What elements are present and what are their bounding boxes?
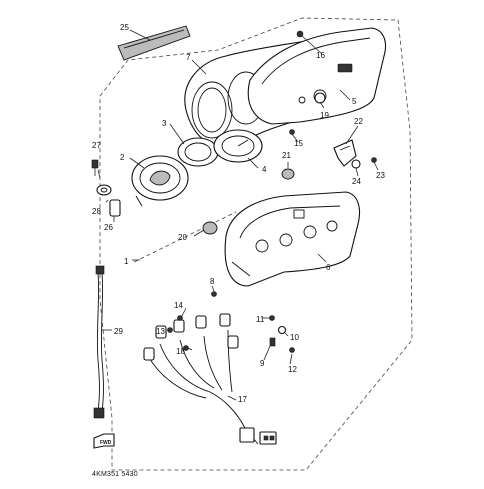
socket-part-14 xyxy=(177,315,183,321)
callout-18: 18 xyxy=(176,347,185,356)
tachometer-dial-part xyxy=(131,155,189,207)
callout-5: 5 xyxy=(352,97,357,106)
callout-1: 1 xyxy=(124,257,129,266)
callout-7: 7 xyxy=(186,53,191,62)
callout-10: 10 xyxy=(290,333,299,342)
gauge-dial-part xyxy=(213,129,263,163)
callout-23: 23 xyxy=(376,171,385,180)
assembly-boundary xyxy=(99,17,413,471)
callout-9: 9 xyxy=(260,359,265,368)
bolt-part-27 xyxy=(91,159,99,176)
collar-part-26 xyxy=(109,199,121,217)
grommet-part-19 xyxy=(314,92,326,104)
callout-4: 4 xyxy=(262,165,267,174)
callout-14: 14 xyxy=(174,301,183,310)
damper-part-21 xyxy=(281,168,295,180)
callout-3: 3 xyxy=(162,119,167,128)
screw-part-23 xyxy=(371,157,377,163)
callout-25: 25 xyxy=(120,23,129,32)
callout-26: 26 xyxy=(104,223,113,232)
callout-6: 6 xyxy=(326,263,331,272)
meter-housing-part xyxy=(224,191,361,287)
screw-part-15 xyxy=(289,129,295,135)
screw-part-16 xyxy=(296,30,304,38)
drawing-code: 4KM351 5430 xyxy=(92,471,138,478)
callout-29: 29 xyxy=(114,327,123,336)
callout-28: 28 xyxy=(92,207,101,216)
callout-13: 13 xyxy=(156,327,165,336)
visor-strip-part xyxy=(117,25,191,61)
nut-part-24 xyxy=(351,159,361,169)
wire-harness-part xyxy=(143,313,277,445)
screw-part-8 xyxy=(211,291,217,297)
leader-lines xyxy=(97,29,379,401)
callout-8: 8 xyxy=(210,277,215,286)
forward-direction-arrow-icon: FWD xyxy=(93,433,115,449)
screw-part-9 xyxy=(269,337,276,347)
callout-24: 24 xyxy=(352,177,361,186)
meter-lens-part xyxy=(247,27,387,125)
callout-2: 2 xyxy=(120,153,125,162)
callout-20: 20 xyxy=(178,233,187,242)
callout-11: 11 xyxy=(256,315,265,324)
screw-part-11 xyxy=(269,315,275,321)
grommet-part-28 xyxy=(96,184,112,196)
callout-19: 19 xyxy=(320,111,329,120)
grommet-part-20 xyxy=(202,221,218,235)
screw-part-12 xyxy=(289,347,295,353)
callout-16: 16 xyxy=(316,51,325,60)
washer-part-10 xyxy=(277,325,287,335)
callout-27: 27 xyxy=(92,141,101,150)
callout-21: 21 xyxy=(282,151,291,160)
callout-12: 12 xyxy=(288,365,297,374)
speedometer-cable-part xyxy=(93,265,105,419)
callout-17: 17 xyxy=(238,395,247,404)
forward-direction-label: FWD xyxy=(100,440,112,446)
socket-part-13 xyxy=(167,327,173,333)
bracket-part-22 xyxy=(333,139,357,167)
callout-15: 15 xyxy=(294,139,303,148)
gauge-ring-part xyxy=(177,137,219,167)
callout-22: 22 xyxy=(354,117,363,126)
